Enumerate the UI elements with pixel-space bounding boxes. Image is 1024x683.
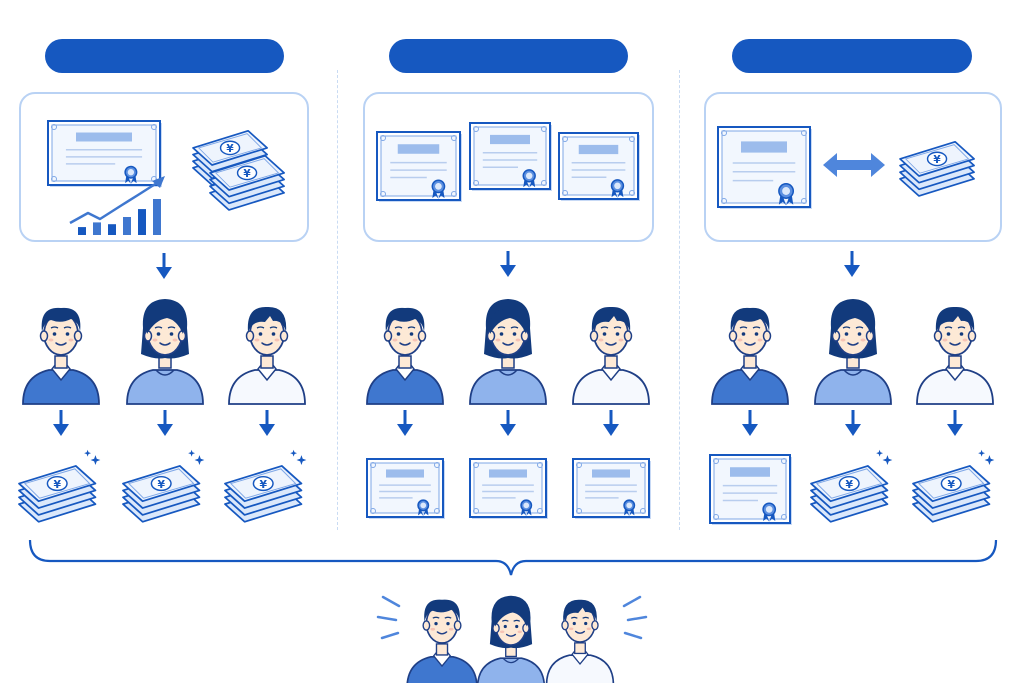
svg-text:¥: ¥ xyxy=(845,478,853,491)
person-woman-column-2 xyxy=(469,299,547,405)
column-divider-2 xyxy=(679,70,680,530)
arrow-person-1-2-down xyxy=(157,410,173,436)
outcome-certificate-icon-2-3 xyxy=(572,458,651,519)
summary-bracket xyxy=(28,539,998,576)
arrow-person-2-3-down xyxy=(603,410,619,436)
arrow-person-2-2-down xyxy=(500,410,516,436)
outcome-yen-bills-icon-3-2: ¥ xyxy=(810,449,893,523)
person-woman-column-1 xyxy=(126,299,204,405)
footer-person-man xyxy=(406,599,478,683)
panel-2-certificate-icon-3 xyxy=(558,132,640,201)
panel-3-yen-bills-icon: ¥ xyxy=(899,140,975,197)
person-boy-column-1 xyxy=(228,306,306,405)
arrow-panel-1-down xyxy=(156,253,172,279)
svg-text:¥: ¥ xyxy=(157,478,165,491)
arrow-person-1-1-down xyxy=(53,410,69,436)
arrow-person-1-3-down xyxy=(259,410,275,436)
arrow-person-3-3-down xyxy=(947,410,963,436)
footer-person-woman xyxy=(477,595,545,683)
outcome-yen-bills-icon-1-2: ¥ xyxy=(122,449,205,523)
outcome-certificate-icon-2-1 xyxy=(366,458,445,519)
person-woman-column-3 xyxy=(814,299,892,405)
panel-2-certificate-icon-2 xyxy=(469,122,552,191)
outcome-yen-bills-icon-1-3: ¥ xyxy=(224,449,307,523)
arrow-person-3-2-down xyxy=(845,410,861,436)
svg-text:¥: ¥ xyxy=(933,154,941,166)
svg-text:¥: ¥ xyxy=(226,143,234,155)
header-pill-2 xyxy=(389,39,628,73)
arrow-person-3-1-down xyxy=(742,410,758,436)
panel-3-certificate-icon xyxy=(717,126,812,209)
header-pill-3 xyxy=(732,39,972,73)
svg-text:¥: ¥ xyxy=(53,478,61,491)
footer-person-boy xyxy=(545,599,615,683)
panel-1-yen-bills-icon-front: ¥ xyxy=(209,154,285,211)
outcome-certificate-icon-2-2 xyxy=(469,458,548,519)
panel-2-certificate-icon-1 xyxy=(376,131,462,202)
person-man-column-2 xyxy=(366,307,444,405)
svg-text:¥: ¥ xyxy=(243,168,251,180)
panel-1-growth-chart-icon xyxy=(69,176,165,235)
person-boy-column-2 xyxy=(572,306,650,405)
header-pill-1 xyxy=(45,39,284,73)
svg-text:¥: ¥ xyxy=(947,478,955,491)
person-man-column-1 xyxy=(22,307,100,405)
arrow-panel-2-down xyxy=(500,251,516,277)
arrow-person-2-1-down xyxy=(397,410,413,436)
arrow-panel-3-down xyxy=(844,251,860,277)
panel-3-exchange-arrow-icon xyxy=(823,153,885,177)
panel-1-certificate-icon xyxy=(47,120,162,187)
celebration-lines xyxy=(376,595,648,640)
outcome-yen-bills-icon-1-1: ¥ xyxy=(18,449,101,523)
outcome-certificate-icon-3-1 xyxy=(709,454,792,525)
outcome-yen-bills-icon-3-3: ¥ xyxy=(912,449,995,523)
column-divider-1 xyxy=(337,70,338,530)
person-man-column-3 xyxy=(711,307,789,405)
person-boy-column-3 xyxy=(916,306,994,405)
svg-text:¥: ¥ xyxy=(259,478,267,491)
